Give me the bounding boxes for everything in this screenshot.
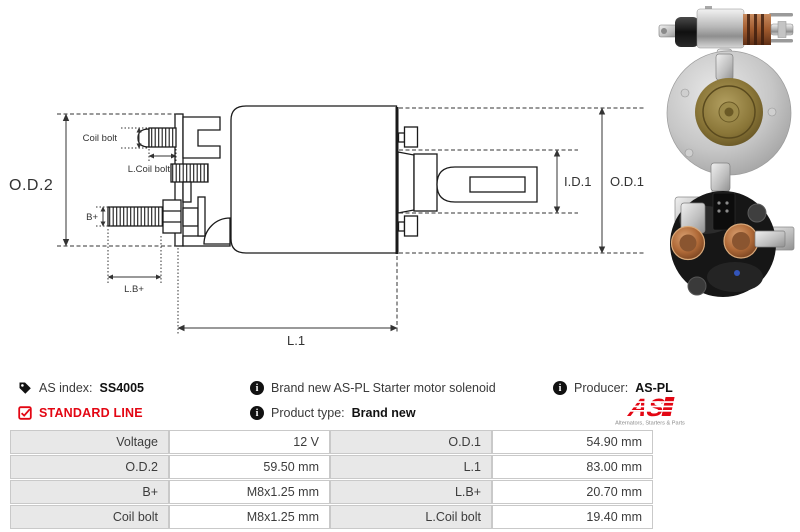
spec-label: O.D.1 <box>330 430 492 454</box>
spec-label: L.Coil bolt <box>330 505 492 529</box>
as-index-label: AS index: <box>39 381 93 395</box>
label-coil-bolt: Coil bolt <box>83 133 118 144</box>
as-logo-tagline: Alternators, Starters & Parts <box>615 421 685 427</box>
info-icon: i <box>553 381 567 395</box>
label-l-coil-bolt: L.Coil bolt <box>128 164 171 175</box>
spec-label: O.D.2 <box>10 455 169 479</box>
spec-value: 20.70 mm <box>492 480 653 504</box>
b-plus-thread <box>107 206 164 227</box>
label-od2: O.D.2 <box>9 177 53 194</box>
producer-label: Producer: <box>574 381 629 395</box>
spec-label: L.1 <box>330 455 492 479</box>
b-plus-flange <box>197 196 206 237</box>
info-icon: i <box>250 381 264 395</box>
spec-label: Coil bolt <box>10 505 169 529</box>
label-l-b-plus: L.B+ <box>124 284 144 295</box>
standard-line-label: STANDARD LINE <box>39 406 143 420</box>
rear-bolt-top <box>403 126 419 148</box>
spec-label: L.B+ <box>330 480 492 504</box>
label-l1: L.1 <box>287 333 305 348</box>
spec-value: 19.40 mm <box>492 505 653 529</box>
dimension-lines <box>57 107 646 334</box>
info-icon: i <box>250 406 264 420</box>
spec-value: M8x1.25 mm <box>169 480 330 504</box>
table-row: Voltage 12 V O.D.1 54.90 mm <box>10 430 653 454</box>
spec-label: Voltage <box>10 430 169 454</box>
spec-value: 12 V <box>169 430 330 454</box>
table-row: O.D.2 59.50 mm L.1 83.00 mm <box>10 455 653 479</box>
bracket-arc-cutout <box>203 217 231 245</box>
hub-collar <box>413 153 438 212</box>
as-index-row: AS index: SS4005 <box>18 377 144 399</box>
b-plus-hex-nut <box>162 199 182 234</box>
product-photo-front <box>666 48 792 204</box>
spec-value: 83.00 mm <box>492 455 653 479</box>
coil-bolt-thread <box>148 127 177 148</box>
as-pl-logo: AS Alternators, Starters & Parts <box>598 394 702 427</box>
threaded-bushing <box>170 163 209 183</box>
product-photo-side <box>658 6 794 49</box>
producer-row: i Producer: AS-PL <box>553 377 673 399</box>
spec-value: 54.90 mm <box>492 430 653 454</box>
bracket-upper-block <box>182 116 221 159</box>
table-row: B+ M8x1.25 mm L.B+ 20.70 mm <box>10 480 653 504</box>
dimension-arrowheads <box>62 107 606 332</box>
product-description: Brand new AS-PL Starter motor solenoid <box>271 381 496 395</box>
spec-value: 59.50 mm <box>169 455 330 479</box>
label-od1: O.D.1 <box>610 174 644 189</box>
standard-line-badge: STANDARD LINE <box>18 402 143 424</box>
spec-table: Voltage 12 V O.D.1 54.90 mm O.D.2 59.50 … <box>10 429 653 530</box>
hub-cone <box>397 151 415 214</box>
description-row: i Brand new AS-PL Starter motor solenoid <box>250 377 496 399</box>
table-row: Coil bolt M8x1.25 mm L.Coil bolt 19.40 m… <box>10 505 653 529</box>
label-b-plus: B+ <box>86 212 98 223</box>
product-type-row: i Product type: Brand new <box>250 402 416 424</box>
product-type-label: Product type: <box>271 406 345 420</box>
spec-label: B+ <box>10 480 169 504</box>
product-type-value: Brand new <box>351 406 416 420</box>
solenoid-body <box>230 105 398 254</box>
as-logo-text: AS <box>625 395 667 422</box>
b-plus-stem <box>182 207 199 227</box>
product-photos <box>658 6 795 297</box>
check-square-icon <box>18 406 32 420</box>
product-photo-back <box>670 191 795 297</box>
label-id1: I.D.1 <box>564 174 591 189</box>
as-index-value: SS4005 <box>99 381 144 395</box>
as-logo-graphic: AS Alternators, Starters & Parts <box>612 394 685 427</box>
rear-bolt-bottom <box>403 215 419 237</box>
solenoid-outline <box>107 105 538 254</box>
tag-icon <box>19 382 31 394</box>
shaft-slot <box>469 176 526 193</box>
dimension-labels: O.D.2 Coil bolt L.Coil bolt B+ L.B+ L.1 … <box>9 133 644 348</box>
spec-value: M8x1.25 mm <box>169 505 330 529</box>
technical-diagram: O.D.2 Coil bolt L.Coil bolt B+ L.B+ L.1 … <box>9 105 646 348</box>
coil-bolt-head <box>137 128 150 148</box>
bracket-rib <box>182 181 192 203</box>
producer-value: AS-PL <box>635 381 673 395</box>
